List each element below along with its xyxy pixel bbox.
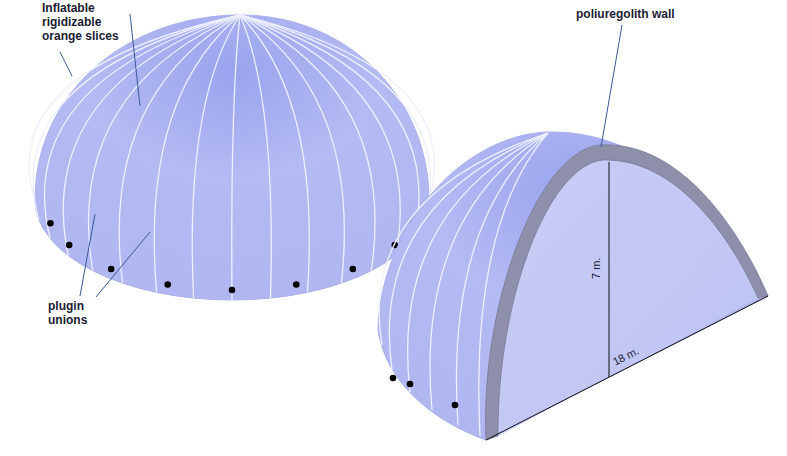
- plugin-union-dot: [47, 220, 54, 227]
- plugin-union-dot: [293, 281, 300, 288]
- slice-seam: [63, 15, 240, 256]
- plugin-union-dot: [350, 266, 357, 273]
- dome-shell: [35, 15, 429, 300]
- plugin-union-dot: [407, 381, 414, 388]
- slice-seam: [240, 15, 434, 200]
- slice-seam: [240, 15, 271, 298]
- slice-seam: [240, 15, 309, 292]
- plugin-union-dots: [390, 375, 459, 409]
- slice-seam: [240, 15, 344, 283]
- slice-seam: [240, 15, 375, 271]
- part-label: poliuregolith wall: [576, 8, 675, 22]
- left-dome: [29, 15, 434, 300]
- leader-line: [601, 25, 622, 147]
- slice-seam: [232, 15, 240, 300]
- slice-seams: [29, 15, 434, 300]
- leader-line: [130, 14, 140, 106]
- leader-line: [80, 214, 95, 296]
- leader-lines: [60, 14, 622, 297]
- plugin-union-dot: [452, 402, 459, 409]
- dimension-line: [486, 296, 768, 440]
- plugin-union-dot: [66, 242, 73, 249]
- dimension-label: 7 m.: [591, 257, 604, 278]
- slice-seam: [240, 15, 431, 220]
- plugin-union-dots: [47, 220, 417, 293]
- slice-seam: [408, 133, 548, 392]
- slice-seam: [456, 133, 548, 425]
- dome-shell: [378, 132, 768, 440]
- slice-seam: [240, 15, 400, 256]
- slice-seam: [45, 15, 240, 238]
- leader-line: [96, 232, 150, 297]
- plugin-union-dot: [229, 287, 236, 294]
- part-label: Inflatable rigidizable orange slices: [42, 2, 130, 43]
- plugin-union-dot: [164, 281, 171, 288]
- dimension-label: 18 m.: [611, 344, 641, 368]
- leader-line: [60, 52, 72, 76]
- plugin-union-dot: [390, 375, 397, 382]
- plugin-union-dot: [108, 266, 115, 273]
- part-label: plugin unions: [48, 300, 103, 328]
- slice-seam: [29, 15, 240, 200]
- slice-seams: [379, 133, 548, 436]
- dimension-line: [609, 162, 610, 377]
- poliuregolith-wall: [486, 145, 768, 440]
- slice-seam: [119, 15, 240, 283]
- cut-dome: [378, 132, 768, 440]
